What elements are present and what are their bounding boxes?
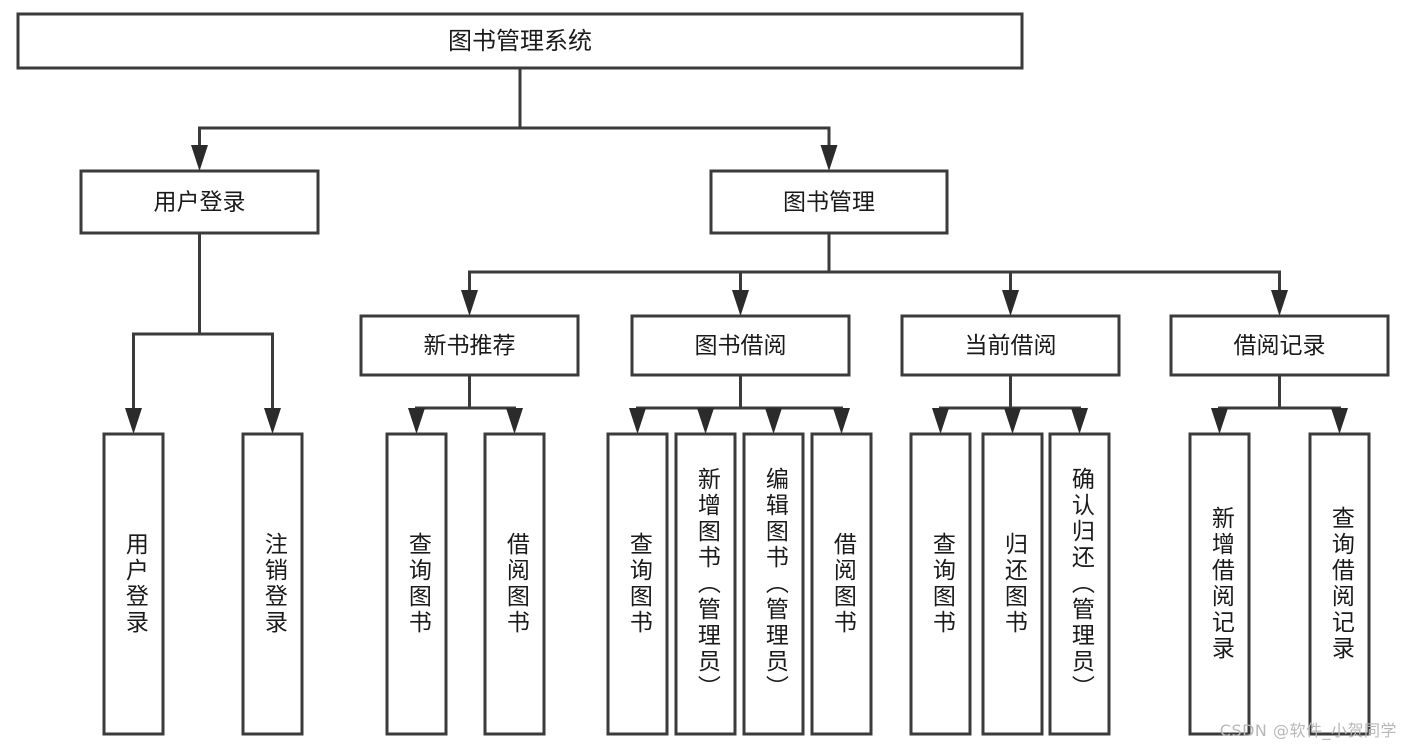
node-l2_1[interactable]: 图书管理 — [709, 169, 949, 235]
node-l3_3[interactable]: 借阅记录 — [1169, 314, 1390, 377]
node-leaf_9[interactable] — [981, 432, 1044, 736]
node-leaf_5[interactable] — [674, 432, 737, 736]
node-root[interactable]: 图书管理系统 — [16, 12, 1024, 70]
node-leaf_7[interactable] — [810, 432, 873, 736]
node-leaf_10[interactable] — [1048, 432, 1111, 736]
node-leaf_1[interactable] — [241, 432, 304, 736]
node-label: 图书借阅 — [695, 333, 787, 359]
node-l2_0[interactable]: 用户登录 — [79, 169, 320, 235]
node-l3_2[interactable]: 当前借阅 — [900, 314, 1121, 377]
node-leaf_3[interactable] — [483, 432, 546, 736]
watermark: CSDN @软件_小贺同学 — [1219, 721, 1397, 740]
node-label: 图书管理系统 — [448, 27, 592, 55]
node-label: 当前借阅 — [965, 333, 1057, 359]
node-leaf_0[interactable] — [102, 432, 165, 736]
node-label: 新书推荐 — [424, 333, 516, 359]
node-label: 图书管理 — [783, 190, 875, 216]
node-leaf_4[interactable] — [606, 432, 669, 736]
node-leaf_2[interactable] — [385, 432, 448, 736]
node-leaf_12[interactable] — [1308, 432, 1371, 736]
node-l3_0[interactable]: 新书推荐 — [359, 314, 580, 377]
node-leaf_8[interactable] — [909, 432, 972, 736]
node-leaf_11[interactable] — [1188, 432, 1251, 736]
node-l3_1[interactable]: 图书借阅 — [630, 314, 851, 377]
node-label: 借阅记录 — [1234, 333, 1326, 359]
node-label: 用户登录 — [154, 190, 246, 216]
node-leaf_6[interactable] — [742, 432, 805, 736]
